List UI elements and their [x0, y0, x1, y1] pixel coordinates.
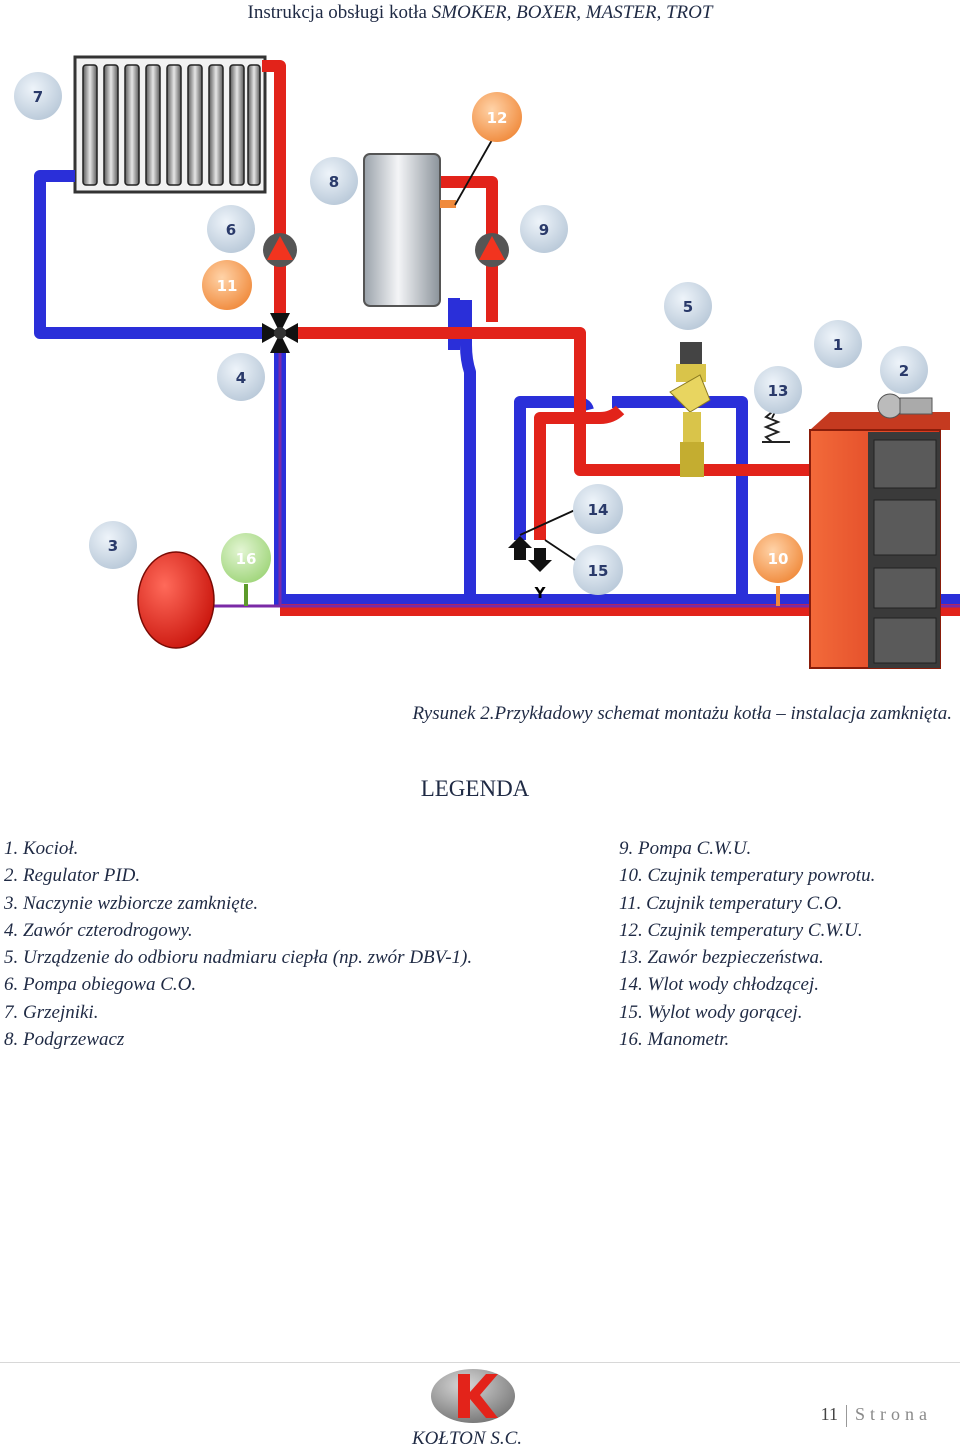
legend-item: 13. Zawór bezpieczeństwa.	[619, 947, 824, 969]
label-bubble-6: 6	[207, 205, 255, 253]
label-bubble-5: 5	[664, 282, 712, 330]
legend-item: 15. Wylot wody gorącej.	[619, 1001, 803, 1023]
four-way-valve	[262, 313, 298, 353]
legend-item: 16. Manometr.	[619, 1029, 730, 1051]
svg-text:15: 15	[588, 562, 609, 580]
radiator	[73, 55, 267, 194]
legend-item: 2. Regulator PID.	[4, 865, 141, 887]
svg-text:13: 13	[768, 382, 789, 400]
svg-text:5: 5	[683, 298, 693, 316]
legend-title: LEGENDA	[420, 776, 530, 801]
svg-text:10: 10	[768, 550, 789, 568]
page-separator	[846, 1404, 847, 1427]
company-logo	[431, 1369, 515, 1423]
label-bubble-9: 9	[520, 205, 568, 253]
svg-text:4: 4	[236, 369, 246, 387]
outlet-letter: Y	[534, 584, 547, 602]
label-bubble-2: 2	[880, 346, 928, 394]
footer-divider	[0, 1362, 960, 1363]
legend-item: 10. Czujnik temperatury powrotu.	[619, 865, 876, 887]
legend-item: 4. Zawór czterodrogowy.	[4, 919, 193, 941]
legend-item: 7. Grzejniki.	[4, 1001, 99, 1023]
svg-text:14: 14	[588, 501, 609, 519]
svg-text:8: 8	[329, 173, 339, 191]
label-bubble-11: 11	[202, 260, 252, 310]
safety-valve	[762, 411, 790, 443]
dbv-valve	[669, 342, 711, 477]
water-heater	[363, 153, 456, 307]
page-word: Strona	[855, 1404, 932, 1424]
expansion-vessel	[137, 551, 215, 649]
label-bubble-13: 13	[754, 366, 802, 414]
legend-item: 3. Naczynie wzbiorcze zamknięte.	[4, 892, 259, 914]
header-prefix: Instrukcja obsługi kotła	[247, 2, 427, 23]
label-bubble-1: 1	[814, 320, 862, 368]
header-models: SMOKER, BOXER, MASTER, TROT	[431, 2, 713, 23]
label-bubble-14: 14	[573, 484, 623, 534]
svg-text:16: 16	[236, 550, 257, 568]
label-bubble-16: 16	[221, 533, 271, 583]
legend-left-column: 1. Kocioł. 2. Regulator PID. 3. Naczynie…	[4, 835, 472, 1053]
inlet-outlet-arrows: Y	[508, 536, 552, 602]
pump-co	[263, 233, 297, 267]
svg-text:9: 9	[539, 221, 549, 239]
legend-item: 1. Kocioł.	[4, 838, 79, 859]
company-name: KOŁTON S.C.	[412, 1428, 523, 1449]
figure-caption: Rysunek 2.Przykładowy schemat montażu ko…	[412, 703, 952, 724]
svg-text:11: 11	[217, 277, 238, 295]
legend-right-column: 9. Pompa C.W.U. 10. Czujnik temperatury …	[619, 835, 875, 1053]
legend-item: 8. Podgrzewacz	[4, 1029, 125, 1051]
svg-text:1: 1	[833, 336, 843, 354]
svg-text:3: 3	[108, 537, 118, 555]
label-bubble-10: 10	[753, 533, 803, 583]
svg-text:6: 6	[226, 221, 236, 239]
legend-item: 11. Czujnik temperatury C.O.	[619, 892, 843, 914]
svg-text:2: 2	[899, 362, 909, 380]
label-bubbles: 7 12 8 6 9 11 5 1 2 4 13 14 3 16 10 15	[14, 72, 928, 595]
label-bubble-3: 3	[89, 521, 137, 569]
page-number: 11	[820, 1404, 838, 1424]
installation-diagram: Y 7 12 8 6 9 11 5 1 2 4 13 14 3 16 10 15	[14, 55, 960, 669]
page-number-block: 11 Strona	[821, 1404, 932, 1427]
legend-item: 5. Urządzenie do odbioru nadmiaru ciepła…	[4, 947, 473, 969]
legend-item: 12. Czujnik temperatury C.W.U.	[619, 919, 863, 941]
leader-lines	[454, 139, 777, 561]
svg-text:7: 7	[33, 88, 43, 106]
page-header: Instrukcja obsługi kotła SMOKER, BOXER, …	[0, 2, 960, 24]
label-bubble-8: 8	[310, 157, 358, 205]
boiler	[809, 393, 950, 669]
legend-item: 9. Pompa C.W.U.	[619, 838, 752, 859]
label-bubble-15: 15	[573, 545, 623, 595]
legend-item: 14. Wlot wody chłodzącej.	[619, 974, 819, 996]
label-bubble-4: 4	[217, 353, 265, 401]
pump-cwu	[475, 233, 509, 267]
legend-item: 6. Pompa obiegowa C.O.	[4, 974, 197, 996]
label-bubble-7: 7	[14, 72, 62, 120]
svg-text:12: 12	[487, 109, 508, 127]
label-bubble-12: 12	[472, 92, 522, 142]
